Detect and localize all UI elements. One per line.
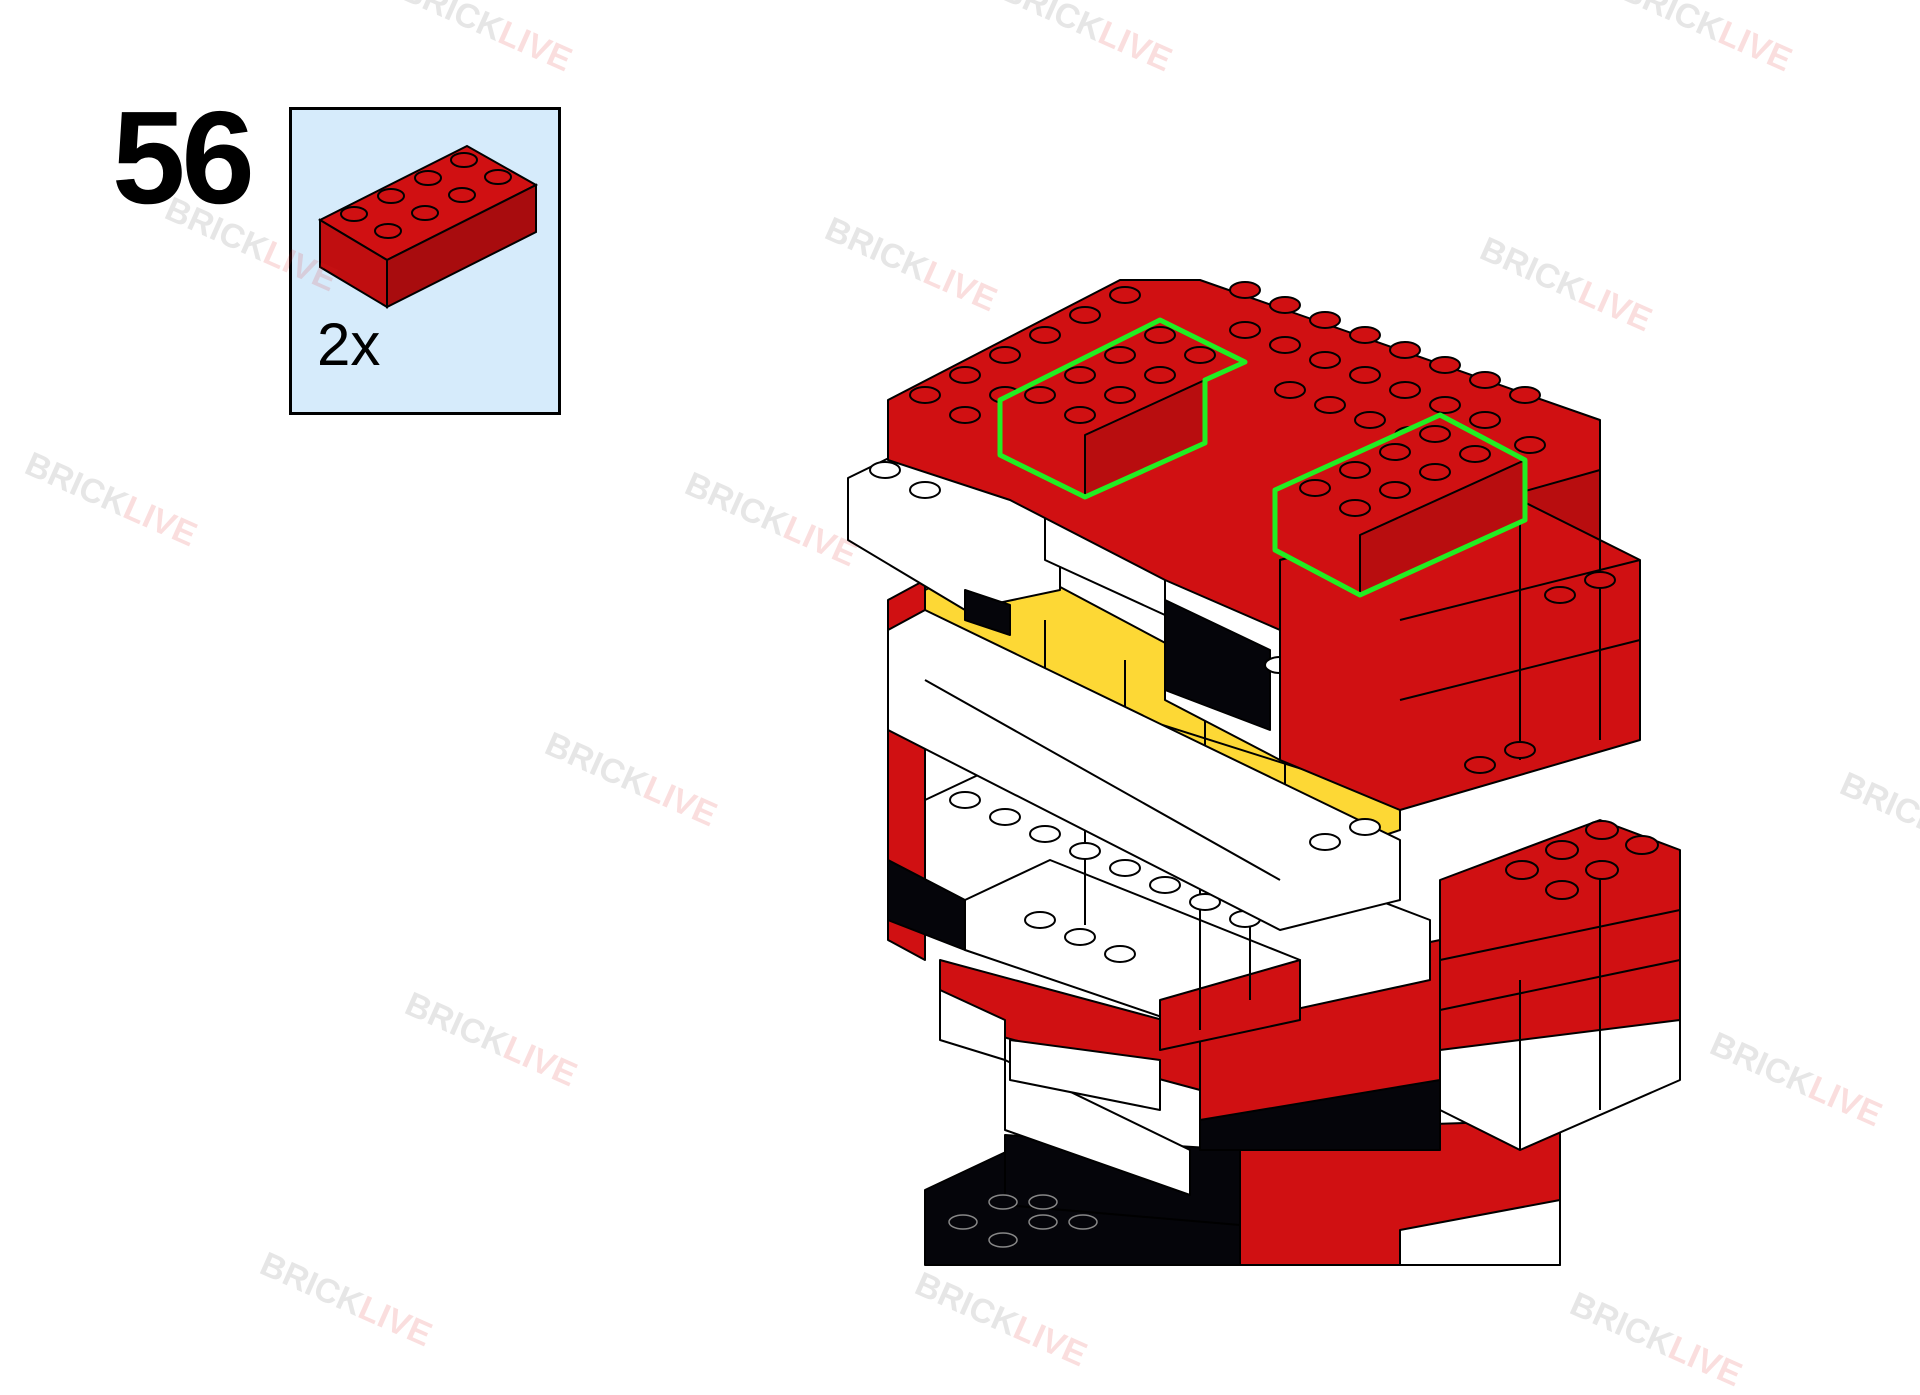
black-left-block [887,859,966,951]
white-arm-cuff [1439,1019,1681,1151]
white-boot-trim [1399,1199,1561,1266]
highlight-outline-right [1272,412,1528,598]
white-body-trim [1009,1039,1161,1111]
red-brick-2x4-icon [317,144,539,309]
brick-model-illustration [847,279,1681,1266]
black-eye [1164,599,1271,731]
white-mustache [887,609,1401,931]
quantity-label: 2x [317,311,381,378]
white-body-trim-left [939,989,1006,1061]
parts-callout: 2x [289,107,561,415]
red-beard-edge [1159,959,1301,1051]
black-eye-left [964,589,1011,636]
white-leg-trim [1004,1059,1191,1196]
step-number: 56 [112,84,255,231]
highlight-outline-left [997,317,1248,500]
